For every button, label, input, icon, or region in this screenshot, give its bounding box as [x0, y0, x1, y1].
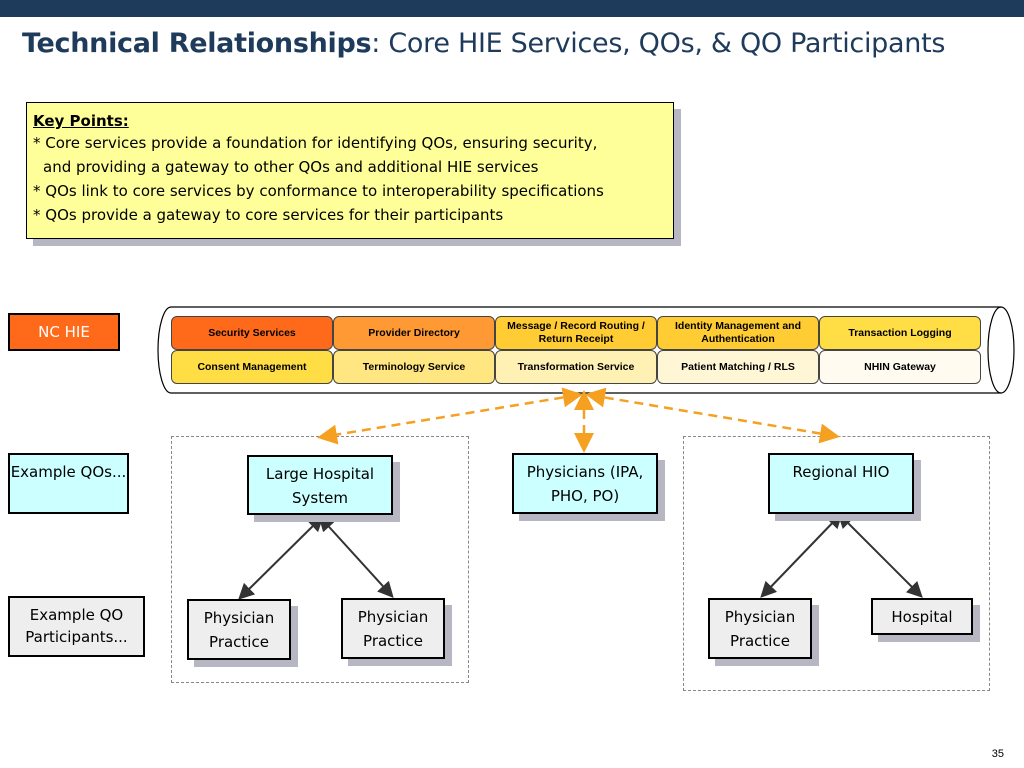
service-row2-5: NHIN Gateway	[819, 350, 981, 384]
key-points-heading: Key Points:	[33, 112, 129, 130]
service-row1-1: Security Services	[171, 316, 333, 350]
page-title-bold: Technical Relationships	[22, 28, 372, 59]
example-participants-label: Example QO Participants...	[8, 596, 145, 657]
service-row2-1: Consent Management	[171, 350, 333, 384]
qo-regional-hio: Regional HIO	[768, 453, 914, 514]
service-row1-4: Identity Management and Authentication	[657, 316, 819, 350]
participant-physician-practice-1: Physician Practice	[187, 599, 291, 660]
nc-hie-label: NC HIE	[8, 313, 120, 351]
page-number: 35	[991, 748, 1004, 760]
page-title-rest: : Core HIE Services, QOs, & QO Participa…	[371, 28, 946, 59]
service-row2-2: Terminology Service	[333, 350, 495, 384]
key-point-3: * QOs provide a gateway to core services…	[33, 206, 504, 224]
service-row2-3: Transformation Service	[495, 350, 657, 384]
page-title: Technical Relationships: Core HIE Servic…	[22, 28, 945, 59]
top-bar	[0, 0, 1024, 17]
participant-physician-practice-3: Physician Practice	[708, 598, 812, 659]
service-row1-5: Transaction Logging	[819, 316, 981, 350]
key-points-box: Key Points: * Core services provide a fo…	[26, 102, 674, 239]
example-qos-label: Example QOs...	[8, 453, 129, 514]
key-point-2: * QOs link to core services by conforman…	[33, 182, 604, 200]
qo-large-hospital-system: Large Hospital System	[247, 455, 393, 515]
qo-physicians-ipa-pho-po: Physicians (IPA, PHO, PO)	[512, 453, 658, 514]
participant-hospital: Hospital	[871, 598, 973, 635]
key-point-1-cont: and providing a gateway to other QOs and…	[43, 158, 539, 176]
service-row1-3: Message / Record Routing / Return Receip…	[495, 316, 657, 350]
service-row1-2: Provider Directory	[333, 316, 495, 350]
participant-physician-practice-2: Physician Practice	[341, 598, 445, 659]
key-point-1: * Core services provide a foundation for…	[33, 134, 598, 152]
service-row2-4: Patient Matching / RLS	[657, 350, 819, 384]
